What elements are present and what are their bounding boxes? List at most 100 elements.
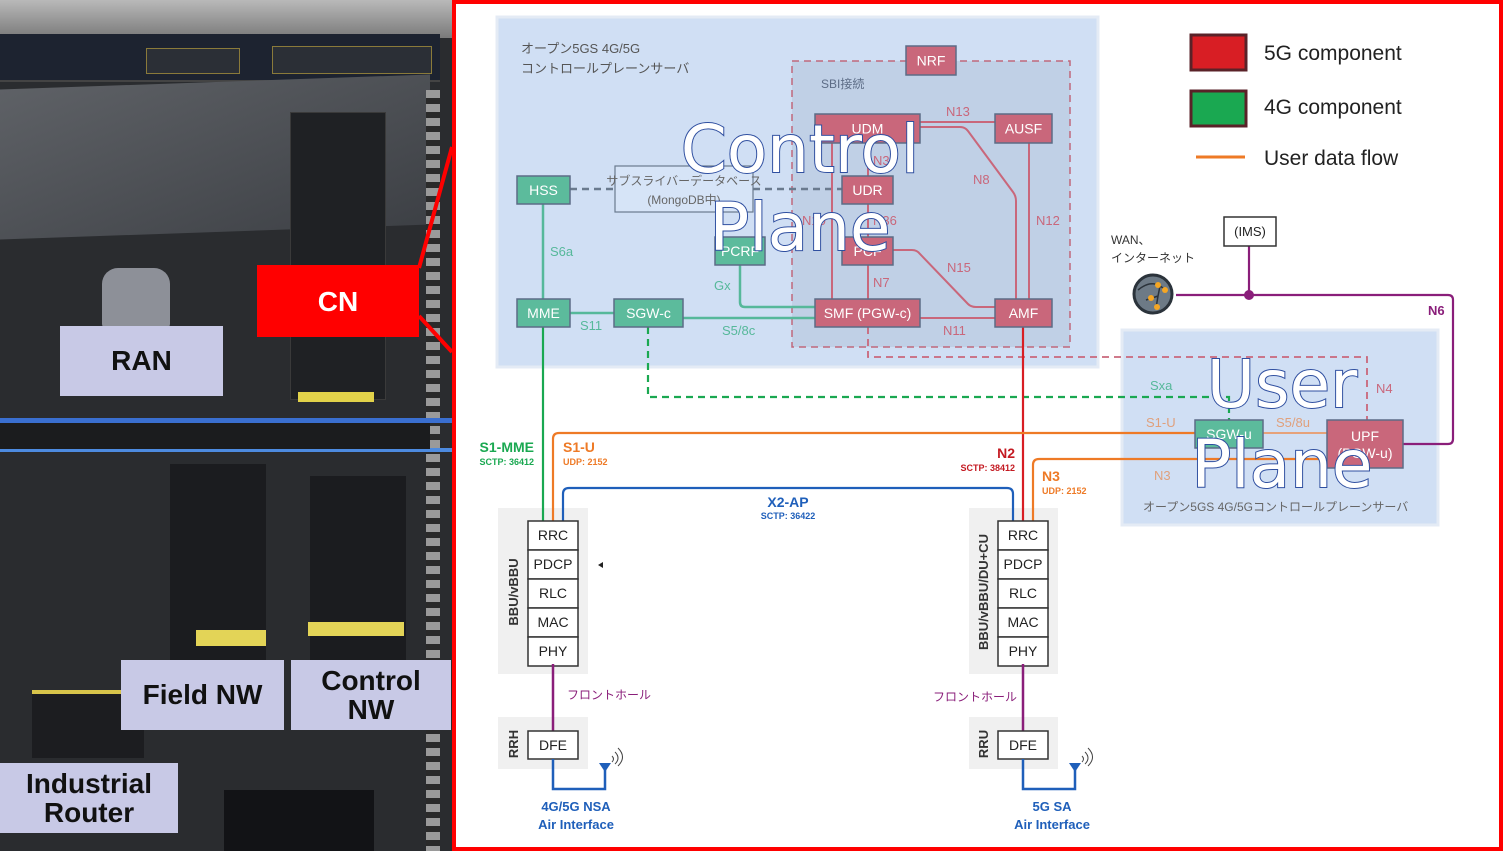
stack-layer-mac: MAC [1007, 614, 1038, 630]
link-n3 [1031, 457, 1327, 521]
if-label-n36: N36 [873, 213, 897, 228]
link-n6 [1176, 293, 1455, 446]
if-label-n12: N12 [1036, 213, 1060, 228]
label-industrial-router-line1: Industrial [25, 767, 152, 799]
bbu-left-label: BBU/vBBU [506, 558, 521, 625]
stack-layer-pdcp: PDCP [534, 556, 573, 572]
dfe-right-box [997, 730, 1049, 760]
node-udr-label: UDR [852, 182, 882, 198]
node-pcf-label: PCF [854, 243, 882, 259]
cp-server-title-line1: オープン5GS 4G/5G [521, 41, 640, 56]
stack-layer-rlc: RLC [539, 585, 567, 601]
link-x2-ap [561, 486, 1015, 521]
dfe-left-box [527, 730, 579, 760]
legend-label-4g: 4G component [1264, 96, 1402, 119]
node-smf-label: SMF (PGW-c) [824, 305, 912, 321]
ims-text: (IMS) [1234, 224, 1266, 239]
stack-layer-box [997, 636, 1049, 667]
label-control-nw-line2: NW [347, 694, 395, 725]
subscriber-db-line2: (MongoDB中) [647, 192, 720, 207]
air-left-line2: Air Interface [538, 817, 614, 832]
rack-photo: RAN CN Field NW Control NW Industrial Ro… [0, 0, 452, 851]
n6-junction [1244, 290, 1254, 300]
if-label-n13: N13 [946, 104, 970, 119]
link-label-x2-ap-port: SCTP: 36422 [761, 511, 816, 521]
stack-layer-pdcp: PDCP [1004, 556, 1043, 572]
node-nrf-label: NRF [917, 53, 946, 69]
blue-cable-2 [0, 448, 452, 452]
internet-globe-icon [1132, 273, 1174, 315]
node-mme-box [516, 298, 571, 328]
stack-layer-rrc: RRC [1008, 527, 1038, 543]
label-cn-text: CN [317, 286, 359, 317]
legend-label-5g: 5G component [1264, 42, 1402, 65]
node-sgw-c-box [613, 298, 684, 328]
if-label-n3-up: N3 [1154, 468, 1171, 483]
up-server-caption: オープン5GS 4G/5Gコントロールプレーンサーバ [1143, 500, 1408, 514]
node-nrf-box [905, 45, 957, 76]
link-label-s1-mme-port: SCTP: 36412 [479, 457, 534, 467]
control-label [308, 622, 404, 636]
air-left-line1: 4G/5G NSA [541, 799, 611, 814]
node-pcrf-box [714, 236, 766, 266]
stack-layer-box [997, 549, 1049, 580]
link-sxa [646, 327, 1231, 420]
stack-layer-rrc: RRC [538, 527, 568, 543]
node-upf-label-line2: (PGW-u) [1338, 445, 1393, 461]
label-ran-text: RAN [111, 345, 172, 377]
stack-layer-phy: PHY [1009, 643, 1038, 659]
if-label-s58u: S5/8u [1276, 415, 1310, 430]
stack-layer-box [997, 520, 1049, 551]
node-amf-label: AMF [1009, 305, 1039, 321]
node-upf-label-line1: UPF [1351, 428, 1379, 444]
node-pcf-box [841, 236, 894, 266]
link-n4 [867, 327, 1368, 420]
node-pcrf-label: PCRF [721, 243, 759, 259]
if-label-s6a: S6a [550, 244, 574, 259]
antenna-right-icon [1021, 747, 1093, 791]
ran-device [102, 268, 170, 328]
stack-layer-box [527, 578, 579, 609]
node-udm-box [814, 113, 921, 144]
node-ausf-label: AUSF [1005, 121, 1042, 137]
if-label-n6: N6 [1428, 303, 1445, 318]
subscriber-db-box [614, 165, 754, 213]
link-label-s1-mme: S1-MME [480, 439, 534, 455]
if-label-s11: S11 [580, 318, 602, 333]
stack-layer-mac: MAC [537, 614, 568, 630]
node-sgw-c-label: SGW-c [626, 305, 671, 321]
link-label-s1-u: S1-U [563, 439, 595, 455]
control-plane-title-line1: Control [681, 111, 920, 188]
node-sgw-u-box [1194, 419, 1264, 449]
user-plane-title-line2: Plane [1191, 426, 1372, 503]
node-smf-box [814, 298, 921, 328]
stack-layer-rlc: RLC [1009, 585, 1037, 601]
link-label-n3: N3 [1042, 468, 1060, 484]
wan-line2: インターネット [1111, 251, 1195, 265]
node-mme-label: MME [527, 305, 560, 321]
legend-swatch-5g [1189, 33, 1248, 72]
if-label-n4: N4 [1376, 381, 1393, 396]
wan-line1: WAN、 [1111, 233, 1151, 247]
rru-label: RRU [976, 730, 991, 758]
if-label-n15: N15 [947, 260, 971, 275]
switch-ports-b [272, 46, 432, 74]
if-label-n11: N11 [943, 323, 966, 338]
if-label-sxa: Sxa [1150, 378, 1173, 393]
epc-label [298, 392, 374, 402]
rack-shelf-bar [0, 423, 430, 449]
antenna-left-icon [551, 747, 623, 791]
link-label-n2-port: SCTP: 38412 [960, 463, 1015, 473]
label-cn: CN [257, 267, 419, 337]
power-brick [224, 790, 374, 851]
label-field-nw: Field NW [121, 660, 284, 730]
stack-layer-box [527, 607, 579, 638]
node-ausf-box [994, 113, 1053, 144]
node-udr-box [841, 175, 894, 205]
pointer-marker-icon [598, 562, 603, 568]
if-label-s1u-up: S1-U [1146, 415, 1176, 430]
link-s1-u [551, 431, 1195, 521]
link-n15 [893, 249, 995, 308]
